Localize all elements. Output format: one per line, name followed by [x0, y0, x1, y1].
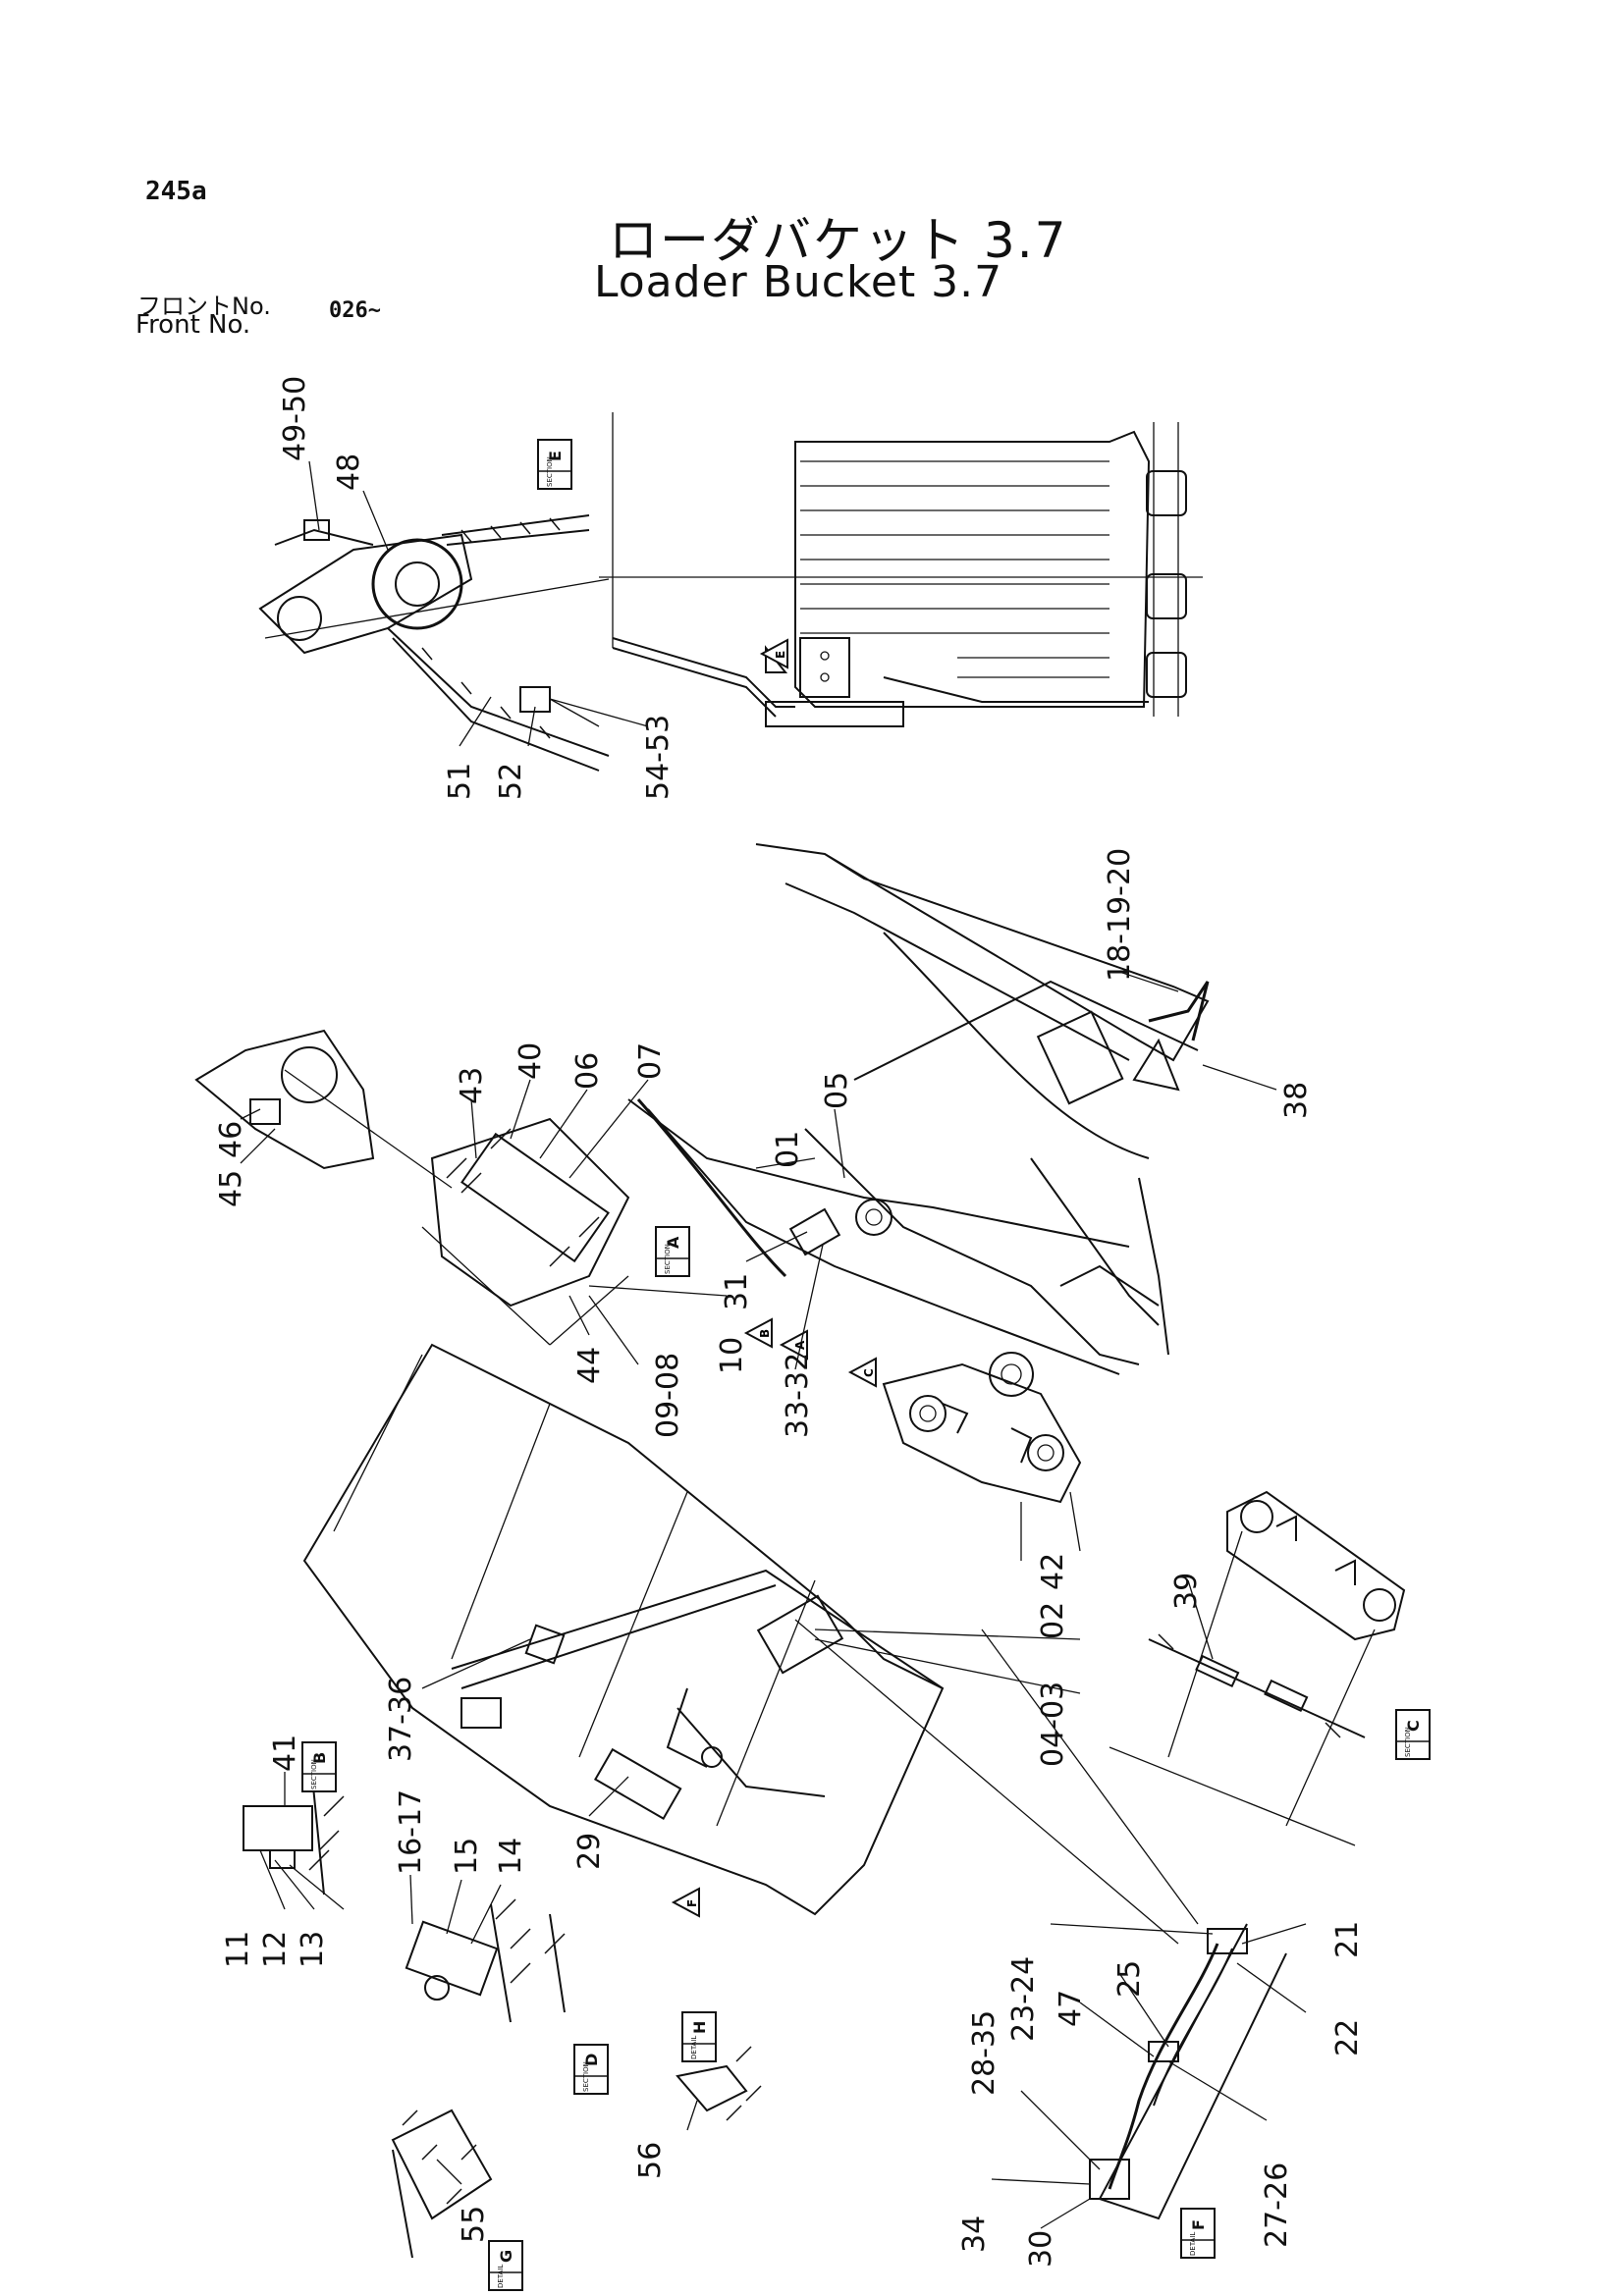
- part-label-13: 13: [296, 1931, 330, 1968]
- svg-text:C: C: [1404, 1720, 1423, 1732]
- part-label-43: 43: [455, 1067, 489, 1104]
- section-tags: SECTION E SECTION A SECTION B SECTION C …: [301, 439, 1431, 2291]
- part-label-14: 14: [494, 1838, 528, 1875]
- part-label-33-32: 33-32: [781, 1353, 815, 1438]
- view-marker-f: F: [671, 1887, 700, 1918]
- title-japanese: ローダバケット 3.7: [609, 212, 1068, 269]
- part-label-42: 42: [1036, 1553, 1070, 1590]
- title-english: Loader Bucket 3.7: [594, 257, 1003, 307]
- part-label-34: 34: [957, 2216, 992, 2253]
- part-label-09-08: 09-08: [651, 1353, 685, 1438]
- part-label-21: 21: [1330, 1921, 1365, 1958]
- page-code: 245a: [145, 177, 207, 206]
- front-number-label-jp: フロントNo.: [137, 293, 271, 320]
- leader-lines: [240, 460, 1307, 2229]
- section-tag-b: SECTION B: [301, 1741, 337, 1792]
- detail-tag-f: DETAIL F: [1180, 2208, 1216, 2259]
- detail-tag-h: DETAIL H: [681, 2011, 717, 2062]
- view-markers: E B A C F: [671, 638, 877, 1918]
- svg-text:C: C: [862, 1368, 876, 1377]
- part-label-28-35: 28-35: [967, 2010, 1001, 2096]
- detail-tag-g: DETAIL G: [488, 2240, 523, 2291]
- svg-text:DETAIL: DETAIL: [497, 2265, 505, 2288]
- bucket-attachment-view: [627, 843, 1210, 1504]
- section-e-view: [599, 412, 1203, 727]
- bucket-body-view: [302, 1343, 1179, 1945]
- part-label-31: 31: [720, 1273, 754, 1310]
- svg-text:F: F: [685, 1899, 699, 1907]
- svg-text:SECTION: SECTION: [546, 456, 554, 487]
- section-b-detail: [243, 1766, 345, 1896]
- part-label-02: 02: [1036, 1602, 1070, 1639]
- part-label-22: 22: [1330, 2019, 1365, 2056]
- part-label-49-50: 49-50: [278, 376, 312, 461]
- part-label-05: 05: [820, 1072, 854, 1109]
- part-label-18-19-20: 18-19-20: [1103, 848, 1137, 982]
- part-label-30: 30: [1024, 2230, 1058, 2268]
- pin-bushing-view: [258, 514, 610, 772]
- part-label-44: 44: [572, 1347, 607, 1384]
- part-label-27-26: 27-26: [1260, 2163, 1294, 2248]
- section-tag-d: SECTION D: [573, 2044, 609, 2095]
- part-label-07: 07: [633, 1042, 668, 1080]
- section-d-detail: [405, 1898, 566, 2023]
- detail-f-view: [981, 1629, 1287, 2220]
- svg-text:E: E: [774, 651, 787, 659]
- part-label-40: 40: [514, 1042, 548, 1080]
- part-label-45: 45: [214, 1170, 248, 1207]
- section-tag-e: SECTION E: [537, 439, 572, 490]
- part-label-16-17: 16-17: [394, 1789, 428, 1875]
- view-marker-b: B: [743, 1317, 773, 1349]
- svg-text:A: A: [664, 1236, 682, 1249]
- front-number-label-en: Front No.: [135, 310, 251, 340]
- part-label-01: 01: [771, 1131, 805, 1168]
- svg-text:D: D: [582, 2054, 601, 2066]
- svg-text:DETAIL: DETAIL: [1189, 2232, 1197, 2256]
- part-label-48: 48: [332, 454, 366, 491]
- part-label-55: 55: [457, 2206, 491, 2243]
- part-label-23-24: 23-24: [1006, 1956, 1041, 2042]
- front-number-value: 026~: [329, 298, 381, 323]
- part-labels: 49-50 48 51 52 54-53 18-19-20 38 43 40 0…: [214, 376, 1365, 2268]
- part-label-29: 29: [572, 1833, 607, 1870]
- section-tag-a: SECTION A: [655, 1226, 690, 1277]
- part-label-52: 52: [494, 763, 528, 800]
- svg-text:B: B: [758, 1329, 772, 1338]
- part-label-38: 38: [1279, 1082, 1314, 1119]
- part-label-11: 11: [221, 1931, 255, 1968]
- part-label-51: 51: [443, 763, 477, 800]
- svg-text:SECTION: SECTION: [1404, 1727, 1412, 1757]
- svg-text:SECTION: SECTION: [582, 2061, 590, 2092]
- part-label-15: 15: [450, 1838, 484, 1875]
- part-label-10: 10: [715, 1337, 749, 1374]
- svg-text:SECTION: SECTION: [310, 1759, 318, 1789]
- view-marker-c: C: [847, 1357, 877, 1388]
- section-c-view: [1109, 1490, 1406, 1846]
- section-a-pin-view: [194, 1029, 630, 1346]
- part-label-04-03: 04-03: [1036, 1682, 1070, 1767]
- svg-text:B: B: [310, 1752, 329, 1764]
- svg-text:E: E: [546, 451, 565, 461]
- part-label-39: 39: [1169, 1573, 1204, 1610]
- part-label-25: 25: [1112, 1960, 1147, 1998]
- part-label-54-53: 54-53: [641, 715, 676, 800]
- section-tag-c: SECTION C: [1395, 1709, 1431, 1760]
- part-label-56: 56: [633, 2142, 668, 2179]
- part-label-46: 46: [214, 1121, 248, 1158]
- svg-text:DETAIL: DETAIL: [690, 2036, 698, 2059]
- part-label-47: 47: [1054, 1990, 1088, 2027]
- part-label-06: 06: [570, 1052, 605, 1090]
- part-label-37-36: 37-36: [384, 1677, 418, 1762]
- view-marker-e: E: [759, 638, 788, 669]
- detail-g-view: [391, 2109, 493, 2259]
- svg-text:SECTION: SECTION: [664, 1244, 672, 1274]
- part-label-41: 41: [268, 1735, 302, 1772]
- svg-text:G: G: [497, 2250, 515, 2263]
- svg-text:F: F: [1189, 2219, 1208, 2230]
- svg-text:H: H: [690, 2021, 709, 2034]
- part-label-12: 12: [258, 1931, 293, 1968]
